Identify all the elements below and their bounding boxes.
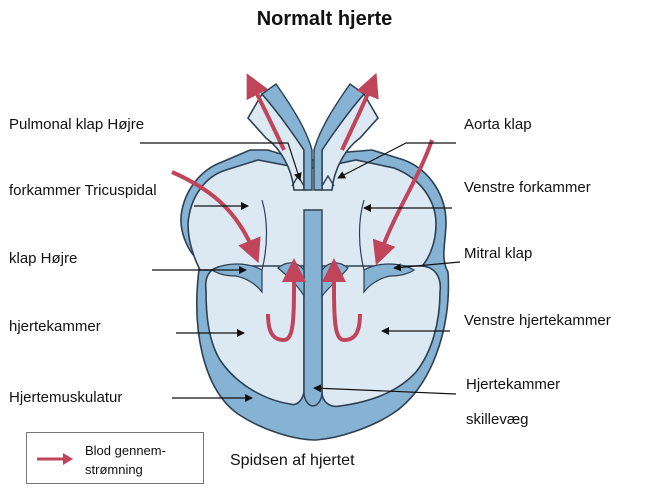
label-klap-hojre: klap Højre xyxy=(9,250,77,268)
legend-line1: Blod gennem- xyxy=(85,441,166,460)
label-aorta-klap: Aorta klap xyxy=(464,116,532,134)
label-venstre-forkammer: Venstre forkammer xyxy=(464,179,591,197)
label-venstre-hjertekammer: Venstre hjertekammer xyxy=(464,312,611,330)
legend-line2: strømning xyxy=(85,460,166,479)
legend-text: Blod gennem- strømning xyxy=(85,441,166,479)
label-forkammer-tricuspidal: forkammer Tricuspidal xyxy=(9,182,157,200)
septum xyxy=(304,210,322,406)
apex-label: Spidsen af hjertet xyxy=(230,452,355,470)
legend-arrow-icon xyxy=(35,449,75,469)
diagram-title: Normalt hjerte xyxy=(0,8,649,31)
label-skillevaeg-line2: skillevæg xyxy=(466,411,529,429)
label-hjertekammer: hjertekammer xyxy=(9,318,101,336)
label-hjertemuskulatur: Hjertemuskulatur xyxy=(9,389,122,407)
label-pulmonal-klap: Pulmonal klap Højre xyxy=(9,116,144,134)
label-mitral-klap: Mitral klap xyxy=(464,245,532,263)
label-skillevaeg-line1: Hjertekammer xyxy=(466,376,560,394)
legend: Blod gennem- strømning xyxy=(26,432,204,484)
